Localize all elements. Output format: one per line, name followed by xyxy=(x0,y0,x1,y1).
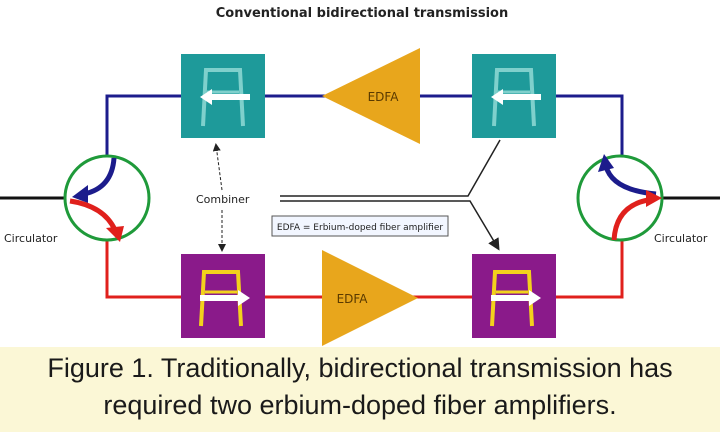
legend-text: EDFA = Erbium-doped fiber amplifier xyxy=(277,223,443,233)
bottom-right-filter xyxy=(472,254,556,338)
left-circulator xyxy=(63,154,151,242)
combiner-pointer-up-right xyxy=(280,139,501,197)
diagram-title: Conventional bidirectional transmission xyxy=(216,6,508,21)
right-circulator xyxy=(576,154,664,242)
bottom-left-filter xyxy=(181,254,265,338)
caption-line-1: Figure 1. Traditionally, bidirectional t… xyxy=(47,353,673,383)
arrow-left xyxy=(200,89,250,105)
top-right-filter xyxy=(472,54,556,138)
circulator-left-label: Circulator xyxy=(4,232,58,245)
circulator-right-label: Circulator xyxy=(654,232,708,245)
arrow-right xyxy=(200,290,250,306)
arrow-right xyxy=(491,290,541,306)
bidirectional-transmission-diagram: Conventional bidirectional transmission xyxy=(0,6,720,346)
caption-line-2: required two erbium-doped fiber amplifie… xyxy=(103,390,617,420)
top-edfa: EDFA xyxy=(322,48,420,144)
legend-box: EDFA = Erbium-doped fiber amplifier xyxy=(271,215,449,237)
circulator-blue-arrow xyxy=(83,157,117,197)
combiner-pointer-up-left xyxy=(212,143,223,191)
circulator-red-arrow xyxy=(69,198,118,232)
bottom-edfa: EDFA xyxy=(322,250,418,346)
combiner-label: Combiner xyxy=(196,193,250,206)
edfa-bottom-label: EDFA xyxy=(337,292,369,306)
edfa-top-label: EDFA xyxy=(368,90,400,104)
caption: Figure 1. Traditionally, bidirectional t… xyxy=(0,347,720,432)
arrow-left xyxy=(491,89,541,105)
amplifier-triangle xyxy=(322,48,420,144)
circulator-red-arrow xyxy=(611,197,649,241)
top-left-filter xyxy=(181,54,265,138)
combiner-pointer-down-right xyxy=(280,200,500,251)
amplifier-triangle xyxy=(322,250,418,346)
